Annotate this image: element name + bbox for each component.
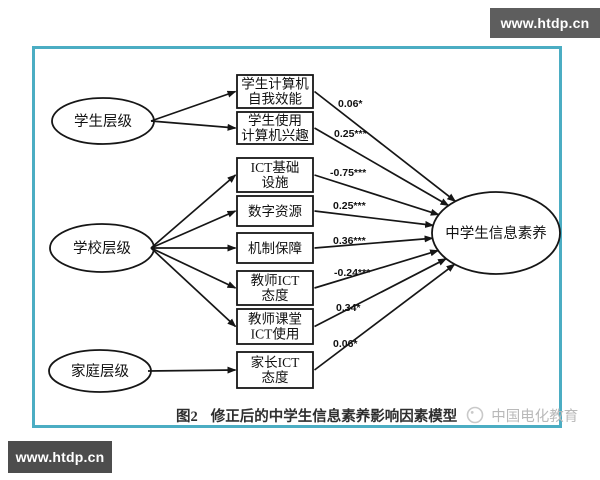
journal-logo-icon	[464, 405, 486, 425]
coefficient-computer-interest: 0.25***	[334, 128, 368, 140]
node-outcome-shape	[431, 191, 561, 275]
node-mechanism-guarantee-label-line1: 机制保障	[248, 241, 302, 256]
path-teacher-classroom-ict-use-to-outcome	[314, 257, 448, 328]
path-ict-infrastructure-to-outcome	[314, 174, 440, 216]
node-computer-interest-shape	[236, 111, 314, 145]
watermark-url-bottom-text: www.htdp.cn	[15, 449, 105, 465]
node-ict-infrastructure-label-line2: 设施	[262, 175, 289, 190]
node-digital-resources-shape	[236, 195, 314, 227]
node-family-level-label: 家庭层级	[71, 363, 129, 380]
node-parent-ict-attitude-label-line1: 家长ICT	[251, 354, 300, 370]
node-teacher-ict-attitude-shape	[236, 270, 314, 306]
node-computer-interest-label-line1: 学生使用	[248, 112, 302, 128]
node-computer-interest-label-line2: 计算机兴趣	[241, 128, 309, 143]
coefficient-parent-ict-attitude: 0.06*	[333, 338, 358, 350]
path-mechanism-guarantee-to-outcome	[314, 235, 434, 249]
figure-title: 修正后的中学生信息素养影响因素模型	[210, 408, 458, 425]
figure-number: 图2	[176, 408, 198, 425]
watermark-url-bottom: www.htdp.cn	[8, 441, 112, 473]
node-teacher-classroom-ict-use-shape	[236, 308, 314, 345]
node-school-level-label: 学校层级	[73, 240, 131, 257]
coefficient-ict-infrastructure: -0.75***	[330, 167, 367, 179]
node-outcome-label: 中学生信息素养	[445, 225, 547, 242]
node-parent-ict-attitude-shape	[236, 351, 314, 389]
node-teacher-ict-attitude-label-line2: 态度	[262, 288, 289, 303]
coefficient-teacher-classroom-ict-use: 0.34*	[336, 302, 361, 314]
path-teacher-ict-attitude-to-outcome	[314, 249, 440, 289]
node-ict-infrastructure-shape	[236, 157, 314, 193]
node-mechanism-guarantee-shape	[236, 232, 314, 264]
node-teacher-classroom-ict-use-label-line2: ICT使用	[251, 326, 300, 342]
node-teacher-classroom-ict-use-label-line1: 教师课堂	[248, 312, 302, 327]
path-school-level-to-ict-infrastructure	[150, 174, 237, 249]
node-computer-self-efficacy-label-line1: 学生计算机	[241, 77, 309, 92]
path-computer-interest-to-outcome	[314, 127, 450, 207]
node-computer-self-efficacy-shape	[236, 74, 314, 109]
coefficient-mechanism-guarantee: 0.36***	[333, 235, 367, 247]
journal-watermark: 中国电化教育	[491, 408, 579, 425]
node-teacher-ict-attitude-label-line1: 教师ICT	[251, 273, 300, 288]
path-student-level-to-computer-interest	[150, 120, 237, 131]
path-computer-self-efficacy-to-outcome	[313, 90, 457, 202]
path-student-level-to-computer-self-efficacy	[150, 90, 237, 122]
coefficient-computer-self-efficacy: 0.06*	[338, 98, 363, 110]
coefficient-digital-resources: 0.25***	[333, 200, 367, 212]
path-family-level-to-parent-ict-attitude	[147, 366, 237, 374]
node-ict-infrastructure-label-line1: ICT基础	[251, 159, 300, 175]
path-digital-resources-to-outcome	[314, 210, 435, 228]
watermark-url-top: www.htdp.cn	[490, 8, 600, 38]
path-school-level-to-teacher-classroom-ict-use	[150, 247, 237, 328]
path-school-level-to-teacher-ict-attitude	[150, 247, 237, 289]
node-parent-ict-attitude-label-line2: 态度	[262, 370, 289, 385]
node-student-level-label: 学生层级	[74, 113, 132, 130]
path-parent-ict-attitude-to-outcome	[313, 263, 456, 371]
watermark-url-top-text: www.htdp.cn	[500, 15, 590, 31]
node-computer-self-efficacy-label-line2: 自我效能	[248, 92, 302, 107]
path-school-level-to-digital-resources	[150, 210, 237, 249]
coefficient-teacher-ict-attitude: -0.24***	[334, 267, 371, 279]
node-digital-resources-label-line1: 数字资源	[248, 204, 302, 219]
figure-caption: 图2 修正后的中学生信息素养影响因素模型 中国电化教育	[176, 404, 578, 426]
